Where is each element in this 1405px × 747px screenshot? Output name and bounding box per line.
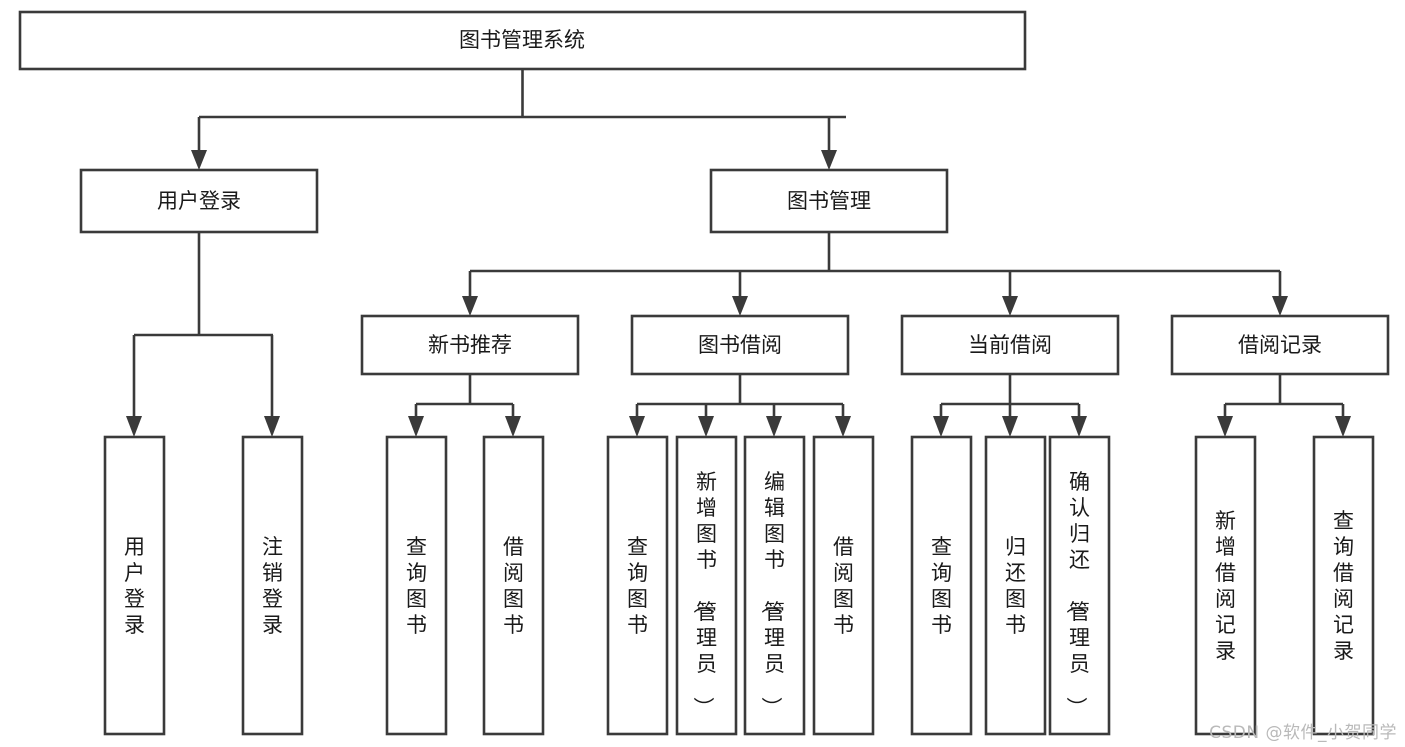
leaf-logout[interactable]: 注销登录 xyxy=(241,435,304,736)
arrowhead-leaf-borrow-book-1 xyxy=(505,416,521,437)
node-user-login-box[interactable] xyxy=(79,168,319,234)
leaf-query-book-1[interactable]: 查询图书 xyxy=(385,435,448,736)
leaf-user-login-label: 用户登录 xyxy=(124,535,145,637)
node-borrow-record-label: 借阅记录 xyxy=(1238,333,1322,357)
arrowhead-leaf-add-book xyxy=(698,416,714,437)
leaf-query-book-3[interactable]: 查询图书 xyxy=(910,435,973,736)
node-book-manage-box[interactable] xyxy=(709,168,949,234)
node-new-book-rec-label: 新书推荐 xyxy=(428,333,512,357)
leaf-add-book-label: 新增图书（管理员） xyxy=(691,470,717,718)
csdn-watermark: CSDN @软件_小贺同学 xyxy=(1209,723,1397,743)
node-book-manage-label: 图书管理 xyxy=(787,189,871,213)
leaf-borrow-book-1[interactable]: 借阅图书 xyxy=(482,435,545,736)
arrowhead-borrowrecord xyxy=(1272,296,1288,316)
leaf-edit-book-label: 编辑图书（管理员） xyxy=(759,470,785,718)
arrowhead-leaf-query-borrow-record xyxy=(1335,416,1351,437)
leaf-borrow-book-1-label: 借阅图书 xyxy=(503,535,524,637)
arrowhead-leaf-confirm-return xyxy=(1071,416,1087,437)
leaf-query-book-2-box[interactable] xyxy=(606,435,669,736)
leaf-edit-book-box[interactable] xyxy=(743,435,806,736)
node-borrow-record-box[interactable] xyxy=(1170,314,1390,376)
node-user-login-label: 用户登录 xyxy=(157,189,241,213)
arrowhead-book-manage xyxy=(821,150,837,170)
arrowhead-user-login xyxy=(191,150,207,170)
leaf-query-book-1-box[interactable] xyxy=(385,435,448,736)
leaf-confirm-return-box[interactable] xyxy=(1048,435,1111,736)
node-new-book-rec-box[interactable] xyxy=(360,314,580,376)
leaf-query-book-3-label: 查询图书 xyxy=(931,535,952,637)
arrowhead-leaf-query-book-2 xyxy=(629,416,645,437)
leaf-return-book-label: 归还图书 xyxy=(1005,535,1026,637)
leaf-return-book[interactable]: 归还图书 xyxy=(984,435,1047,736)
leaf-query-book-2-label: 查询图书 xyxy=(627,535,648,637)
node-book-borrow[interactable]: 图书借阅 xyxy=(630,314,850,376)
node-root-box[interactable] xyxy=(18,10,1027,71)
arrowhead-leaf-add-borrow-record xyxy=(1217,416,1233,437)
leaf-query-book-2[interactable]: 查询图书 xyxy=(606,435,669,736)
leaf-query-book-3-box[interactable] xyxy=(910,435,973,736)
leaf-borrow-book-1-box[interactable] xyxy=(482,435,545,736)
leaf-logout-label: 注销登录 xyxy=(262,535,283,637)
leaf-query-borrow-record-box[interactable] xyxy=(1312,435,1375,736)
node-root-label: 图书管理系统 xyxy=(459,28,585,52)
leaf-add-borrow-record[interactable]: 新增借阅记录 xyxy=(1194,435,1257,736)
leaf-add-borrow-record-box[interactable] xyxy=(1194,435,1257,736)
leaf-borrow-book-2-label: 借阅图书 xyxy=(833,535,854,637)
leaf-borrow-book-2-box[interactable] xyxy=(812,435,875,736)
arrowhead-leaf-user-login xyxy=(126,416,142,437)
leaf-nodes-group: 用户登录 注销登录 查询图书 借阅图书 查询图书 新增图书（管理员） 编辑图书（管理员） 借阅… xyxy=(103,435,1375,736)
node-root[interactable]: 图书管理系统 xyxy=(18,10,1027,71)
node-user-login[interactable]: 用户登录 xyxy=(79,168,319,234)
leaf-add-borrow-record-label: 新增借阅记录 xyxy=(1215,509,1236,663)
node-borrow-record[interactable]: 借阅记录 xyxy=(1170,314,1390,376)
leaf-edit-book[interactable]: 编辑图书（管理员） xyxy=(743,435,806,736)
arrowhead-leaf-query-book-3 xyxy=(933,416,949,437)
connectors-group xyxy=(126,69,1351,437)
arrowhead-leaf-borrow-book-2 xyxy=(835,416,851,437)
leaf-user-login-box[interactable] xyxy=(103,435,166,736)
node-new-book-rec[interactable]: 新书推荐 xyxy=(360,314,580,376)
arrowhead-leaf-logout xyxy=(264,416,280,437)
arrowhead-leaf-edit-book xyxy=(766,416,782,437)
node-current-borrow-box[interactable] xyxy=(900,314,1120,376)
leaf-logout-box[interactable] xyxy=(241,435,304,736)
arrowhead-currentborrow xyxy=(1002,296,1018,316)
arrowhead-leaf-return-book xyxy=(1002,416,1018,437)
leaf-borrow-book-2[interactable]: 借阅图书 xyxy=(812,435,875,736)
node-book-manage[interactable]: 图书管理 xyxy=(709,168,949,234)
arrowhead-leaf-query-book-1 xyxy=(408,416,424,437)
leaf-user-login[interactable]: 用户登录 xyxy=(103,435,166,736)
leaf-query-borrow-record[interactable]: 查询借阅记录 xyxy=(1312,435,1375,736)
node-book-borrow-box[interactable] xyxy=(630,314,850,376)
leaf-add-book[interactable]: 新增图书（管理员） xyxy=(675,435,738,736)
arrowhead-newbook xyxy=(462,296,478,316)
leaf-query-book-1-label: 查询图书 xyxy=(406,535,427,637)
leaf-return-book-box[interactable] xyxy=(984,435,1047,736)
leaf-confirm-return-label: 确认归还（管理员） xyxy=(1064,470,1090,718)
node-current-borrow[interactable]: 当前借阅 xyxy=(900,314,1120,376)
arrowhead-bookborrow xyxy=(732,296,748,316)
leaf-query-borrow-record-label: 查询借阅记录 xyxy=(1333,509,1354,663)
leaf-add-book-box[interactable] xyxy=(675,435,738,736)
node-current-borrow-label: 当前借阅 xyxy=(968,333,1052,357)
node-book-borrow-label: 图书借阅 xyxy=(698,333,782,357)
leaf-confirm-return[interactable]: 确认归还（管理员） xyxy=(1048,435,1111,736)
